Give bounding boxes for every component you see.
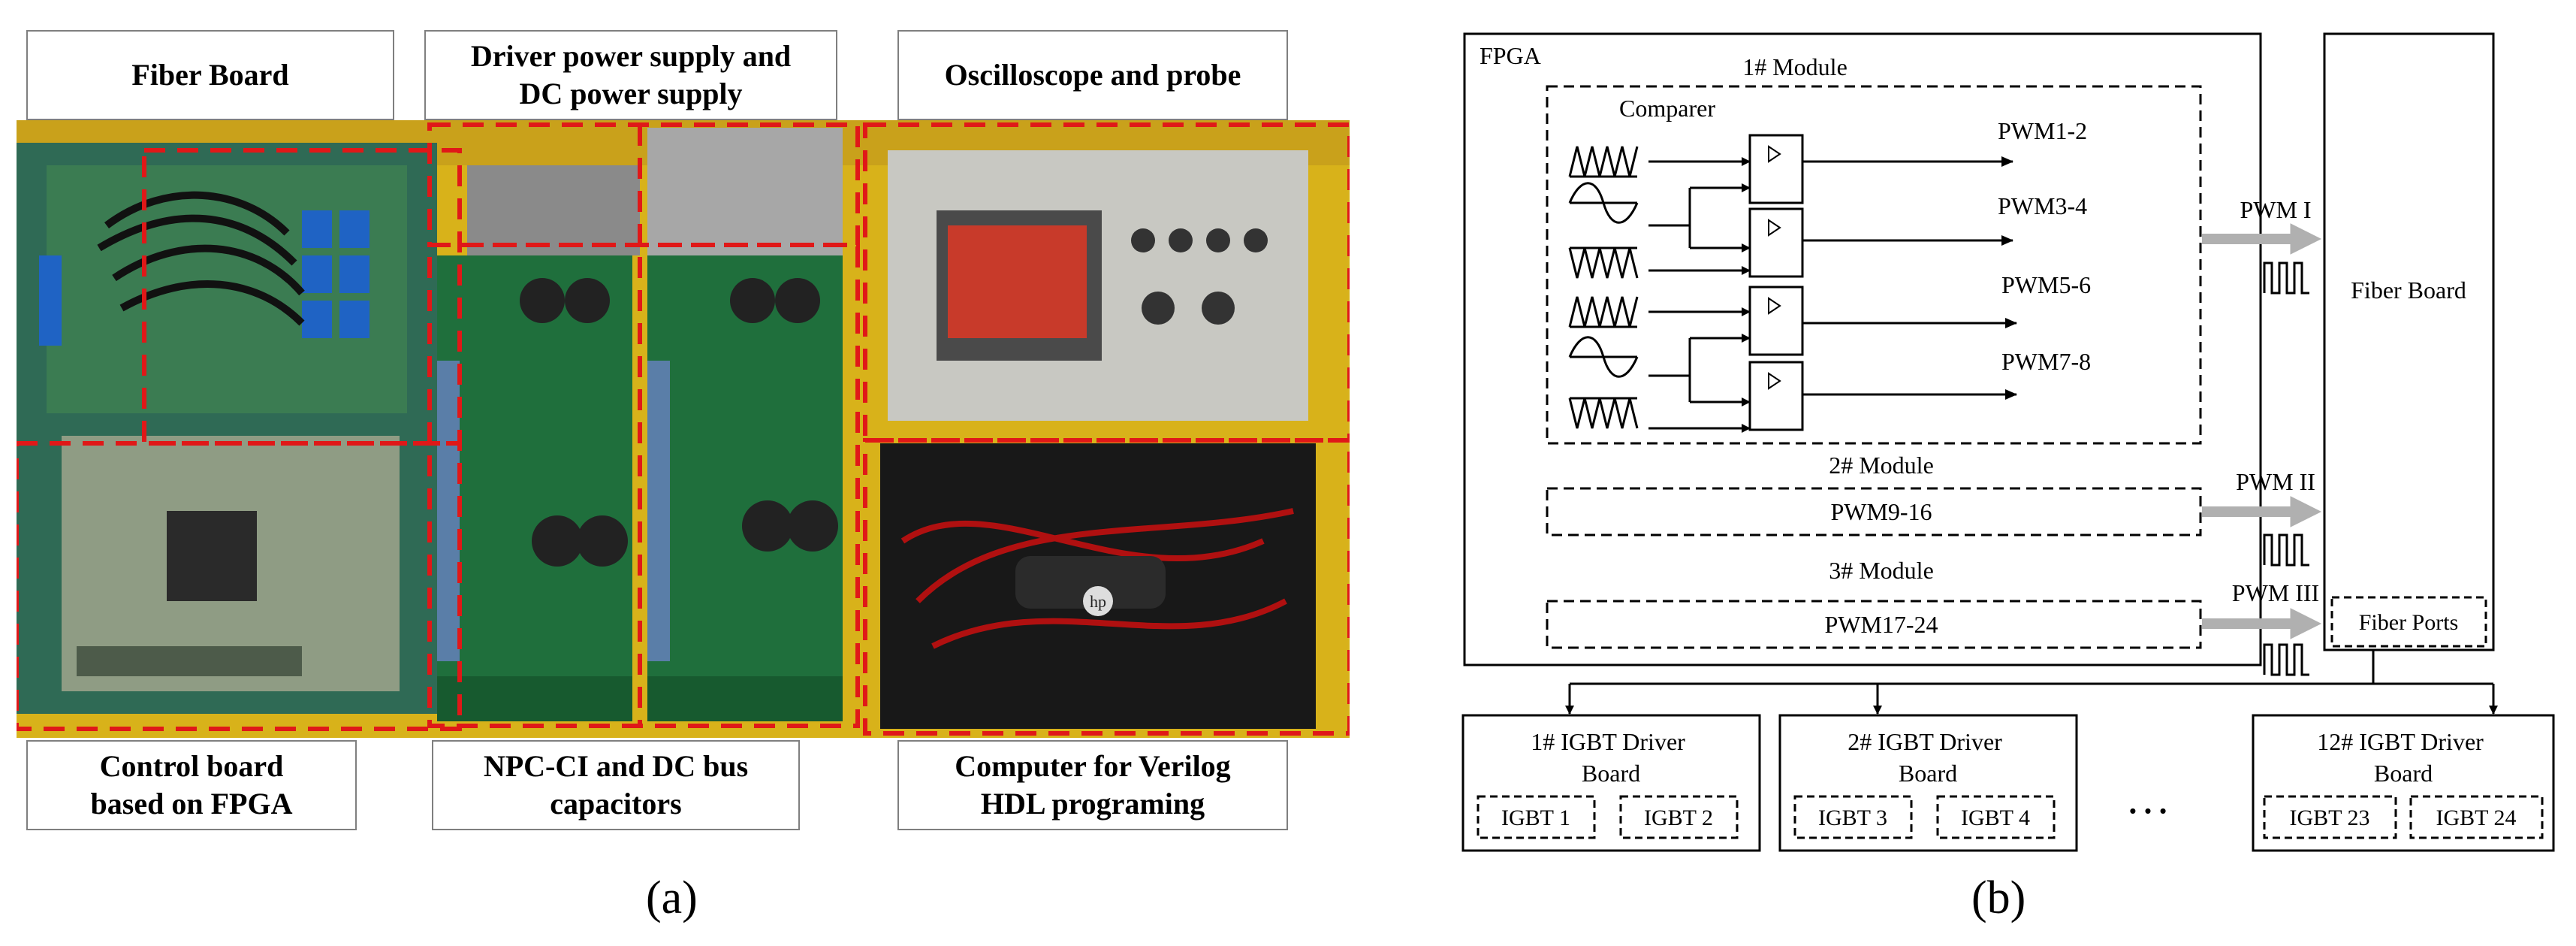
hp-logo (1083, 586, 1113, 616)
testbench-photo: hp (17, 120, 1350, 738)
igbt-23-label: IGBT 23 (2290, 805, 2370, 830)
module3-label: 3# Module (1829, 557, 1934, 584)
fiber-cables (97, 191, 305, 326)
driver-board-12-title-text-line2: Board (2374, 760, 2433, 787)
igbt-23-box (2263, 795, 2397, 839)
fiber-ports-box (2330, 596, 2487, 648)
comparator-output-wires (1802, 156, 2017, 400)
caption-b: (b) (1971, 872, 2026, 923)
driver-distribution-wires (1565, 650, 2498, 715)
module2-label: 2# Module (1829, 452, 1934, 479)
dc-power-supply (647, 128, 843, 255)
igbt-1-box (1477, 795, 1596, 839)
driver-board-12 (2252, 714, 2555, 852)
driver-board-12-title-text: 12# IGBT Driver (2317, 728, 2484, 755)
comparator-symbols (1768, 145, 1781, 390)
igbt-2-label: IGBT 2 (1644, 805, 1713, 830)
pwm-output-7-8: PWM7-8 (2001, 348, 2091, 375)
igbt-4-label: IGBT 4 (1961, 805, 2030, 830)
caption-a: (a) (646, 872, 698, 923)
comparators (1748, 134, 1804, 431)
igbt-24-box (2409, 795, 2544, 839)
pwm-pulse-icons (2263, 261, 2309, 676)
pwm-group-3-label: PWM III (2232, 579, 2319, 606)
fpga-chip (167, 511, 257, 601)
fpga-box (1463, 32, 2262, 666)
pwm-output-5-6: PWM5-6 (2001, 271, 2091, 298)
comparator-input-wires (1648, 157, 1751, 433)
comparator-4 (1748, 361, 1804, 431)
label-oscilloscope: Oscilloscope and probe (897, 30, 1288, 120)
waveform-icons (1568, 146, 1639, 429)
pwm-output-1-2: PWM1-2 (1998, 117, 2087, 144)
fiber-board-box (2323, 32, 2495, 651)
driver-board-1-title-text: 1# IGBT Driver (1531, 728, 1685, 755)
driver-board-2-title-text-line2: Board (1899, 760, 1957, 787)
driver-board-12-title: 12# IGBT Driver Board (2317, 728, 2490, 787)
highlight-regions (17, 122, 1350, 736)
driver-board-2 (1778, 714, 2078, 852)
triangle-carrier-icon-4 (1568, 397, 1639, 429)
comparer-label: Comparer (1619, 95, 1715, 122)
module1-box (1546, 85, 2202, 445)
module2-pwm: PWM9-16 (1830, 498, 1932, 525)
label-power-supply: Driver power supply and DC power supply (424, 30, 837, 120)
fpga-block-diagram: FPGA 1# Module Comparer (1461, 32, 2555, 852)
fiber-ports-label: Fiber Ports (2359, 610, 2459, 635)
igbt-24-label: IGBT 24 (2436, 805, 2517, 830)
igbt-2-box (1619, 795, 1739, 839)
pwm-group-2-label: PWM II (2236, 468, 2315, 495)
fpga-label: FPGA (1480, 42, 1541, 69)
label-npc-ci: NPC-CI and DC bus capacitors (432, 740, 800, 830)
driver-power-supply (467, 165, 640, 255)
igbt-3-box (1793, 795, 1913, 839)
module2-box (1546, 487, 2202, 536)
fiber-connectors (39, 210, 370, 346)
module3-pwm: PWM17-24 (1824, 611, 1938, 638)
sine-modulation-icon-1 (1568, 182, 1639, 224)
driver-board-1 (1461, 714, 1761, 852)
igbt-4-box (1936, 795, 2056, 839)
current-probe (1015, 556, 1166, 609)
hp-logo-text: hp (1090, 592, 1106, 611)
probe-cables (900, 508, 1294, 649)
triangle-carrier-icon-1 (1568, 146, 1639, 178)
ellipsis: … (2125, 773, 2170, 823)
comparator-3 (1748, 286, 1804, 356)
igbt-3-label: IGBT 3 (1818, 805, 1887, 830)
pwm-group-1-label: PWM I (2240, 196, 2311, 223)
module1-label: 1# Module (1742, 53, 1848, 80)
driver-board-1-title-text-line2: Board (1582, 760, 1640, 787)
npc-ci-stacks (437, 255, 843, 721)
driver-board-2-title: 2# IGBT Driver Board (1848, 728, 2008, 787)
oscilloscope-knobs (1131, 228, 1268, 325)
igbt-1-label: IGBT 1 (1501, 805, 1570, 830)
oscilloscope-screen (948, 225, 1087, 338)
module3-box (1546, 600, 2202, 649)
comparator-2 (1748, 207, 1804, 278)
fiber-board-label: Fiber Board (2351, 277, 2466, 304)
pwm-output-3-4: PWM3-4 (1998, 192, 2087, 219)
triangle-carrier-icon-2 (1568, 246, 1639, 279)
driver-board-1-title: 1# IGBT Driver Board (1531, 728, 1691, 787)
board-connectors (77, 646, 302, 676)
label-control-board: Control board based on FPGA (26, 740, 357, 830)
pwm-group-arrows (2202, 223, 2322, 639)
label-fiber-board: Fiber Board (26, 30, 394, 120)
sine-modulation-icon-2 (1568, 336, 1639, 378)
label-computer: Computer for Verilog HDL programing (897, 740, 1288, 830)
driver-board-2-title-text: 2# IGBT Driver (1848, 728, 2002, 755)
comparator-1 (1748, 134, 1804, 204)
triangle-carrier-icon-3 (1568, 296, 1639, 328)
